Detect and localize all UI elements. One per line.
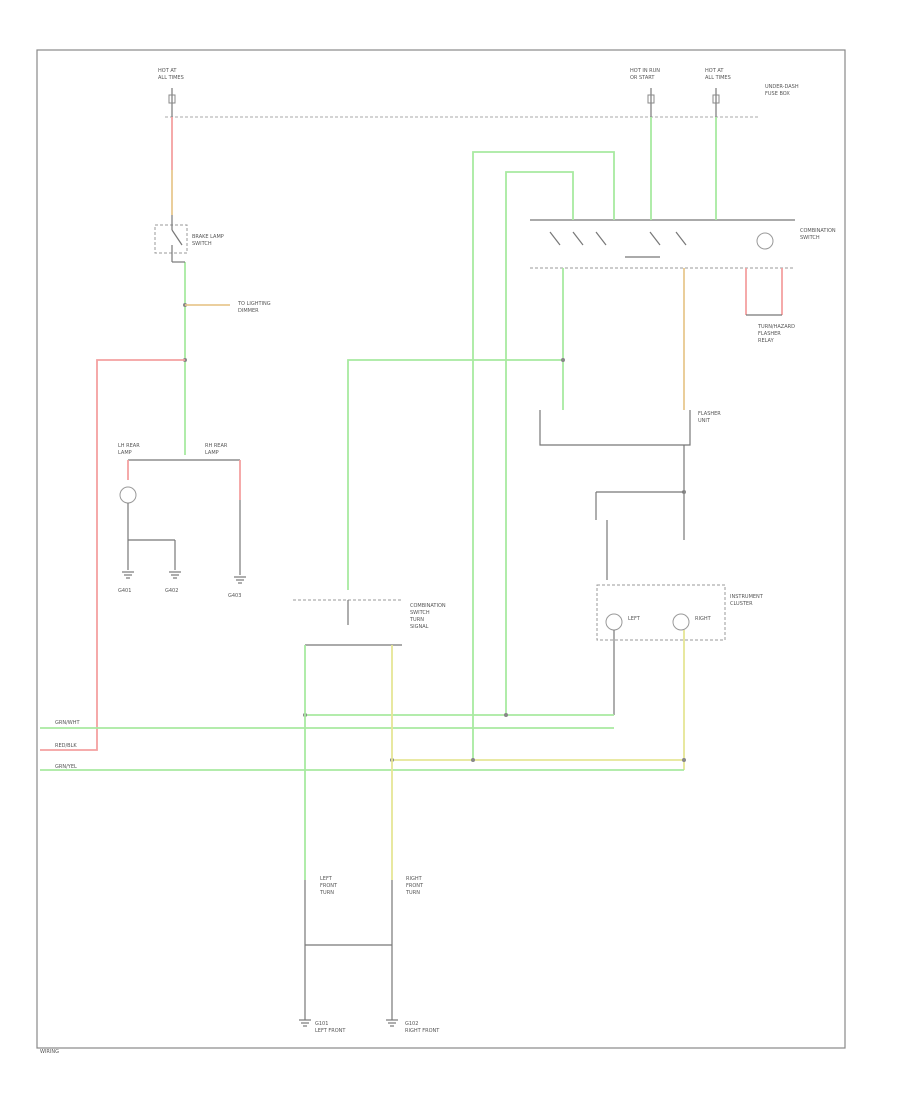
front-left-label-2: FRONT (320, 883, 338, 889)
fuse-b-symbol (647, 88, 655, 117)
flasher-unit (539, 410, 691, 446)
splice-8 (471, 758, 475, 762)
left-lamp-label-1: LH REAR (118, 443, 140, 449)
front-left-label-3: TURN (319, 890, 334, 896)
front-ground-left-1: G101 (315, 1021, 328, 1027)
cluster-label-2: CLUSTER (730, 601, 753, 607)
hazard-label-1: TURN/HAZARD (757, 324, 795, 330)
fuse-a-label-1: HOT AT (158, 68, 177, 74)
combo-label-2: SWITCH (800, 235, 820, 241)
splice-9 (682, 758, 686, 762)
fuse-b-label-1: HOT IN RUN (630, 68, 660, 74)
left-lamp-label-2: LAMP (118, 450, 132, 456)
splice-6 (504, 713, 508, 717)
fuse-c-label-1: HOT AT (705, 68, 724, 74)
wire-green-loop-inner (505, 171, 574, 715)
flasher-label-1: FLASHER (698, 411, 721, 417)
ground-symbol-3 (234, 576, 246, 584)
front-ground-left-2: LEFT FRONT (315, 1028, 346, 1034)
turn-switch-label-1: COMBINATION (410, 603, 446, 609)
flasher-label-2: UNIT (698, 418, 711, 424)
cluster-label-1: INSTRUMENT (730, 594, 764, 600)
combo-switch-contacts (549, 231, 774, 258)
ground-label-3: G403 (228, 593, 241, 599)
left-indicator-lamp (605, 613, 623, 631)
turn-switch-label-3: TURN (409, 617, 424, 623)
front-ground-right-1: G102 (405, 1021, 418, 1027)
bus-label-3: GRN/YEL (55, 764, 77, 770)
fuse-a-label-2: ALL TIMES (158, 75, 184, 81)
dimmer-label-2: DIMMER (238, 308, 259, 314)
front-right-label-1: RIGHT (406, 876, 423, 882)
hazard-label-3: RELAY (758, 338, 775, 344)
fuse-c-label-2: ALL TIMES (705, 75, 731, 81)
ground-label-1: G401 (118, 588, 131, 594)
hazard-label-2: FLASHER (758, 331, 781, 337)
right-lamp-label-1: RH REAR (205, 443, 228, 449)
indicator-right-label: RIGHT (695, 616, 712, 622)
combo-label-1: COMBINATION (800, 228, 836, 234)
turn-switch-label-2: SWITCH (410, 610, 430, 616)
turn-switch-label-4: SIGNAL (410, 624, 429, 630)
fuse-box-label-1: UNDER-DASH (765, 84, 799, 90)
ground-symbol-5 (386, 1019, 398, 1027)
ground-symbol-2 (169, 571, 181, 579)
front-left-label-1: LEFT (320, 876, 333, 882)
fuse-a-symbol (168, 88, 176, 117)
wire-red-trunk (40, 359, 185, 751)
brake-switch-label-2: SWITCH (192, 241, 212, 247)
instrument-cluster (596, 584, 726, 641)
ground-symbol-4 (299, 1019, 311, 1027)
brake-switch-label-1: BRAKE LAMP (192, 234, 224, 240)
front-right-label-3: TURN (405, 890, 420, 896)
dimmer-label-1: TO LIGHTING (237, 301, 271, 307)
fuse-c-symbol (712, 88, 720, 117)
splice-3 (561, 358, 565, 362)
wire-green-to-switch (347, 359, 563, 590)
footer-label: WIRING (40, 1049, 59, 1055)
bus-label-2: RED/BLK (55, 743, 77, 749)
fuse-b-label-2: OR START (630, 75, 655, 81)
left-rear-lamp (119, 486, 137, 540)
bus-label-1: GRN/WHT (55, 720, 80, 726)
ground-symbol-1 (122, 571, 134, 579)
indicator-left-label: LEFT (628, 616, 641, 622)
wire-green-loop-outer (472, 151, 615, 760)
ground-label-2: G402 (165, 588, 178, 594)
fuse-box-label-2: FUSE BOX (765, 91, 790, 97)
right-indicator-lamp (672, 613, 690, 631)
brake-lamp-switch (154, 215, 188, 262)
front-right-label-2: FRONT (406, 883, 424, 889)
diagram-frame (36, 49, 846, 1049)
front-ground-right-2: RIGHT FRONT (405, 1028, 440, 1034)
right-lamp-label-2: LAMP (205, 450, 219, 456)
